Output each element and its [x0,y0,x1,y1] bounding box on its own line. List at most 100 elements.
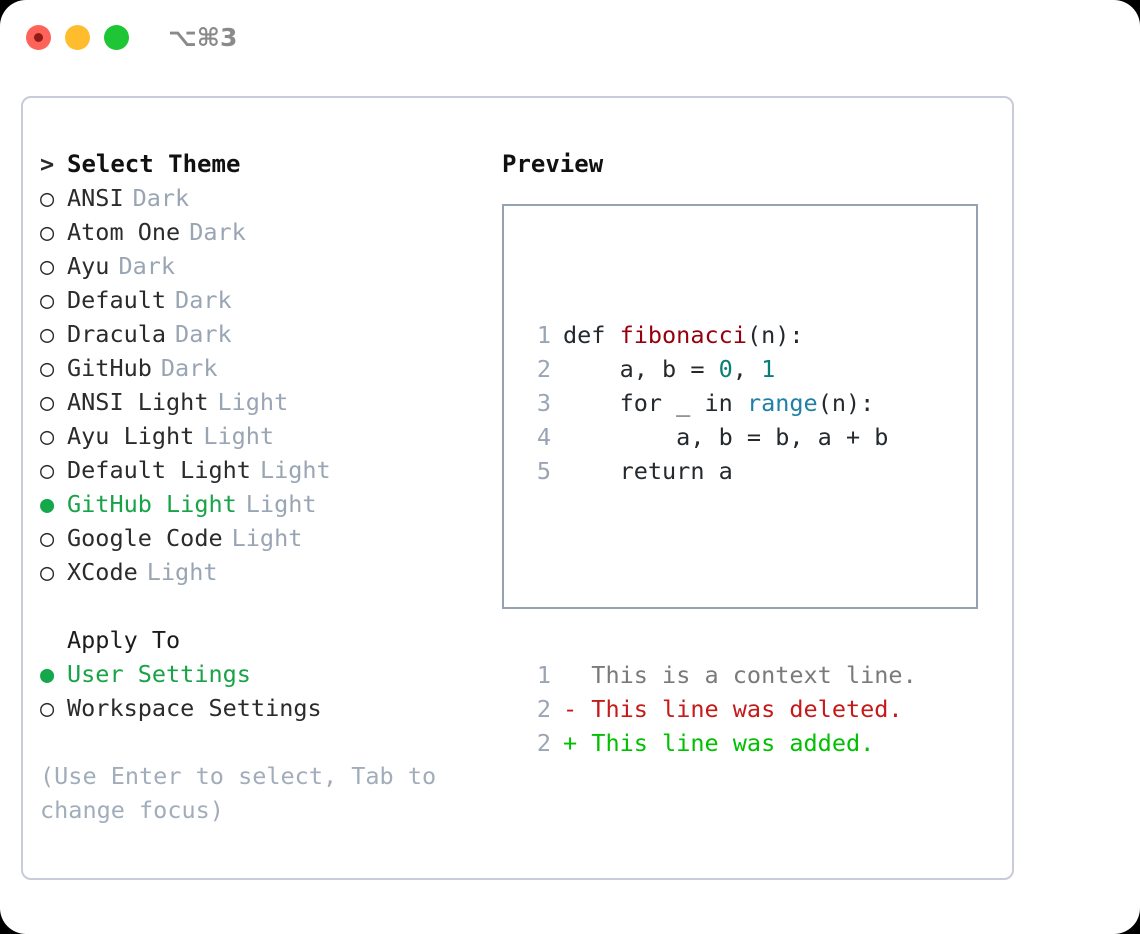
theme-name-label: Google Code [67,524,223,552]
theme-list-item[interactable]: ○ Default Dark [40,283,480,317]
theme-picker-header: > Select Theme [40,147,480,181]
theme-category-label: Dark [132,184,190,212]
radio-unselected-icon[interactable]: ○ [40,422,55,450]
line-number: 4 [536,423,551,451]
code-token: def [563,321,620,349]
line-number: 2 [536,729,551,757]
line-number: 1 [536,661,551,689]
theme-name-label: Dracula [67,320,167,348]
window-traffic-lights [26,25,129,50]
theme-list-item[interactable]: ○ Dracula Dark [40,317,480,351]
theme-list-item[interactable]: ○ Atom One Dark [40,215,480,249]
line-number: 1 [536,321,551,349]
caret-right-icon: > [40,150,55,178]
diff-text: This line was added. [577,729,875,757]
apply-to-option[interactable]: ○ Workspace Settings [40,691,480,725]
diff-sign: - [563,695,578,723]
theme-name-label: Atom One [67,218,181,246]
line-number: 2 [536,355,551,383]
radio-unselected-icon[interactable]: ○ [40,456,55,484]
theme-name-label: Ayu [67,252,110,280]
radio-unselected-icon[interactable]: ○ [40,184,55,212]
code-line: 3 for _ in range(n): [525,386,917,420]
theme-category-label: Dark [189,218,246,246]
apply-to-label: Workspace Settings [67,694,322,722]
radio-unselected-icon[interactable]: ○ [40,694,55,722]
radio-unselected-icon[interactable]: ○ [40,252,55,280]
apply-to-title: Apply To [67,626,181,654]
code-line: 2 a, b = 0, 1 [525,352,917,386]
apply-to-option[interactable]: ● User Settings [40,657,480,691]
theme-category-label: Dark [175,286,232,314]
code-line: 4 a, b = b, a + b [525,420,917,454]
code-token: 1 [761,355,776,383]
diff-line: 2- This line was deleted. [525,692,917,726]
theme-list-item[interactable]: ○ Ayu Dark [40,249,480,283]
theme-name-label: GitHub Light [67,490,237,518]
radio-unselected-icon[interactable]: ○ [40,558,55,586]
minimize-window-icon[interactable] [65,25,90,50]
radio-unselected-icon[interactable]: ○ [40,218,55,246]
code-token: 0 [718,355,733,383]
line-number: 3 [536,389,551,417]
theme-category-label: Dark [175,320,232,348]
theme-category-label: Light [231,524,303,552]
preview-title: Preview [502,150,604,178]
radio-unselected-icon[interactable]: ○ [40,320,55,348]
radio-selected-icon[interactable]: ● [40,490,55,518]
apply-to-marker-placeholder: ○ [40,623,67,657]
keyboard-shortcut-label: ⌥⌘3 [168,23,238,52]
code-token: range [746,389,818,417]
theme-name-label: Default Light [67,456,251,484]
theme-list-item[interactable]: ○ Google Code Light [40,521,480,555]
theme-category-label: Light [245,490,317,518]
theme-list-item[interactable]: ○ Ayu Light Light [40,419,480,453]
theme-name-label: Default [67,286,167,314]
close-window-icon[interactable] [26,25,51,50]
apply-to-label: User Settings [67,660,251,688]
theme-category-label: Dark [160,354,218,382]
code-token: (n): [746,321,804,349]
radio-unselected-icon[interactable]: ○ [40,354,55,382]
radio-unselected-icon[interactable]: ○ [40,286,55,314]
theme-name-label: GitHub [67,354,152,382]
keyboard-hint-text: (Use Enter to select, Tab to change focu… [40,762,451,824]
theme-list-item[interactable]: ○ ANSI Dark [40,181,480,215]
theme-name-label: XCode [67,558,138,586]
preview-header: Preview [502,147,992,181]
theme-category-label: Dark [118,252,176,280]
code-blank-line [525,556,917,590]
theme-category-label: Light [203,422,275,450]
list-spacer [40,589,480,623]
theme-list-item[interactable]: ○ GitHub Dark [40,351,480,385]
theme-list-item[interactable]: ○ ANSI Light Light [40,385,480,419]
code-token: (n): [817,389,875,417]
diff-sign: + [563,729,578,757]
theme-category-label: Light [146,558,218,586]
theme-picker-title: Select Theme [67,150,241,178]
theme-list-item[interactable]: ○ XCode Light [40,555,480,589]
theme-list-item[interactable]: ● GitHub Light Light [40,487,480,521]
code-token: a, b = b, a + b [563,423,889,451]
theme-name-label: Ayu Light [67,422,195,450]
code-token: , [732,355,762,383]
diff-text: This line was deleted. [577,695,903,723]
maximize-window-icon[interactable] [104,25,129,50]
theme-name-label: ANSI Light [67,388,209,416]
apply-to-header: ○ Apply To [40,623,480,657]
radio-unselected-icon[interactable]: ○ [40,524,55,552]
radio-unselected-icon[interactable]: ○ [40,388,55,416]
code-token: return a [563,457,733,485]
theme-category-label: Light [217,388,289,416]
radio-selected-icon[interactable]: ● [40,660,55,688]
theme-name-label: ANSI [67,184,124,212]
line-number: 2 [536,695,551,723]
diff-sign [563,661,577,689]
diff-line: 2 + This line was added. [525,726,917,760]
diff-line: 1 This is a context line. [525,658,917,692]
